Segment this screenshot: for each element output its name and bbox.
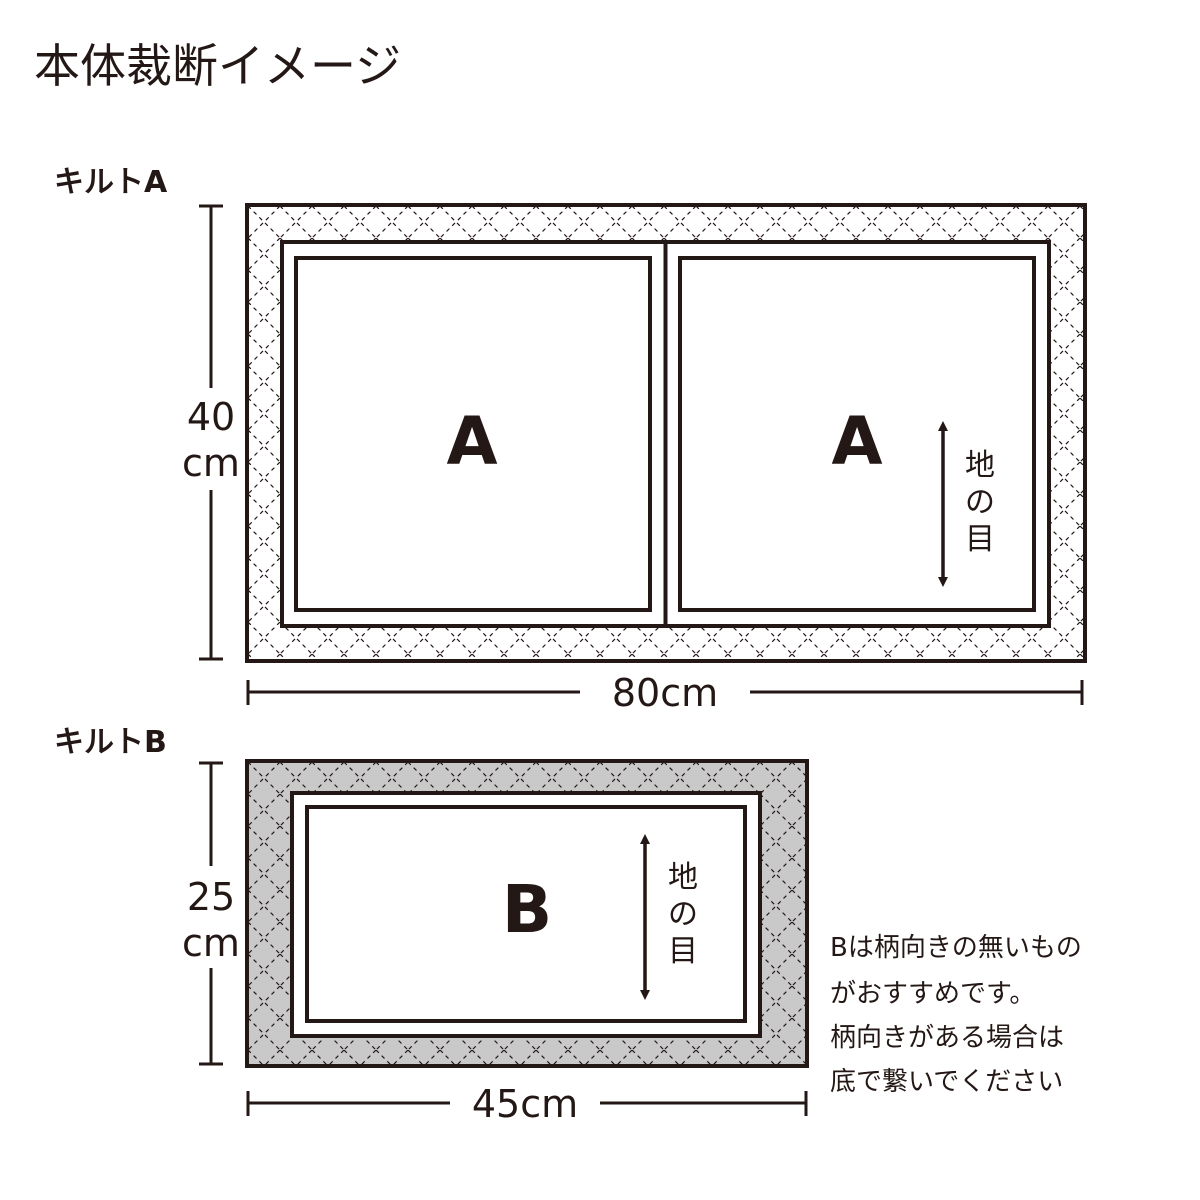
quilt-a-panel-right: [678, 256, 1036, 612]
quilt-b-panel-letter: B: [502, 871, 552, 948]
quilt-a-label: キルトA: [54, 165, 168, 200]
quilt-b-height-value: 25: [187, 875, 235, 919]
note-line-2: がおすすめです。: [830, 979, 1035, 1009]
quilt-b-grain-char-1: 地: [668, 860, 698, 895]
quilt-b-grain-char-3: 目: [668, 934, 698, 969]
quilt-a-grain-char-1: 地: [965, 448, 995, 483]
quilt-a-grain-char-2: の: [965, 485, 995, 520]
note-line-3: 柄向きがある場合は: [830, 1023, 1064, 1053]
quilt-a-panel-left-letter: A: [446, 403, 497, 480]
quilt-a-height-value: 40: [187, 395, 235, 439]
page-title: 本体裁断イメージ: [34, 39, 401, 93]
note-line-4: 底で繋いでください: [830, 1067, 1063, 1097]
note-line-1: Bは柄向きの無いもの: [830, 933, 1082, 963]
quilt-b-label: キルトB: [54, 725, 167, 760]
quilt-b-width-value: 45cm: [472, 1082, 578, 1126]
quilt-a-panel-right-letter: A: [831, 403, 882, 480]
quilt-b-panel: [305, 805, 747, 1023]
quilt-a-grain-char-3: 目: [965, 522, 995, 557]
quilt-a-width-value: 80cm: [612, 671, 718, 715]
quilt-b-grain-char-2: の: [668, 897, 698, 932]
quilt-b-height-unit: cm: [182, 921, 240, 965]
quilt-a-height-unit: cm: [182, 441, 240, 485]
quilt-a-panel-left: [294, 256, 652, 612]
